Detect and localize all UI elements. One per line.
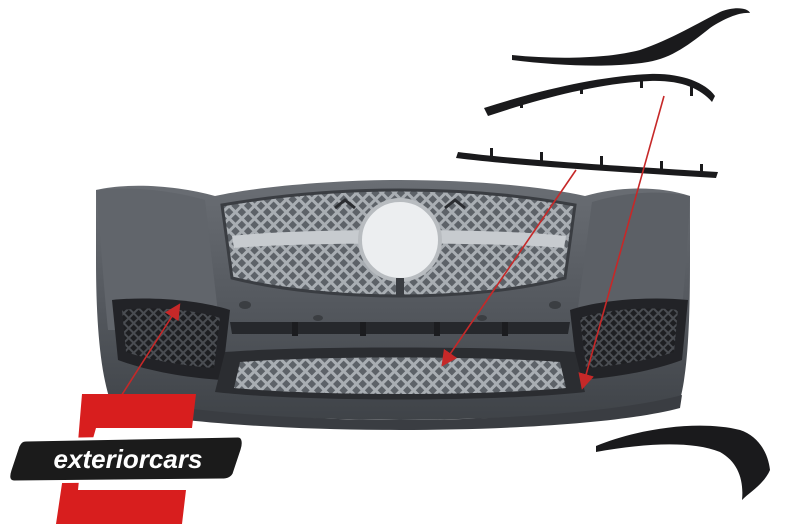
indicator-arrows [115, 95, 665, 405]
logo-banner [7, 434, 245, 484]
side-fog-trim [596, 425, 770, 500]
center-grille [220, 188, 577, 298]
middle-trim-strip [484, 73, 715, 116]
upper-trim-strip [512, 8, 750, 66]
logo-e-bottom [56, 470, 186, 524]
right-air-intake [570, 298, 688, 380]
parking-sensors [239, 301, 561, 321]
arrow-fog-trim [115, 303, 181, 405]
left-air-intake [112, 298, 230, 380]
arrow-middle-trim [578, 95, 665, 390]
logo-e-top [52, 394, 196, 442]
brand-logo: exteriorcars [7, 394, 245, 524]
lower-trim-strip [456, 148, 718, 178]
logo-wordmark: exteriorcars [54, 444, 203, 474]
lower-center-grille [215, 322, 585, 400]
arrow-lower-trim [441, 169, 577, 367]
